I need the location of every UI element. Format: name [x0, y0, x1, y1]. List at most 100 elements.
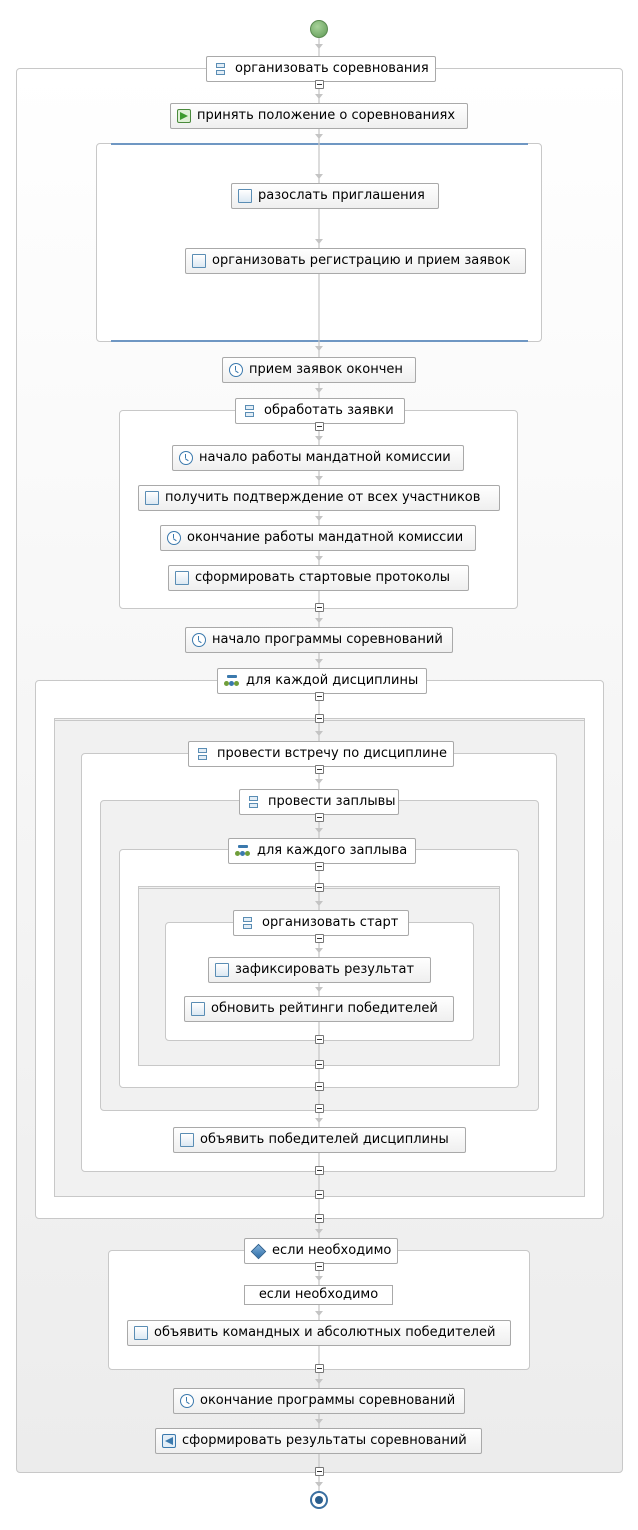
task-icon: [192, 254, 206, 268]
collapse-toggle[interactable]: [315, 603, 324, 612]
foreach-icon: [224, 674, 240, 688]
clock-icon: [179, 451, 193, 465]
flow-arrowhead: [315, 346, 323, 351]
flow-arrowhead: [315, 94, 323, 99]
flow-arrowhead: [315, 388, 323, 393]
scope-header-conduct-heats[interactable]: провести заплывы: [239, 789, 399, 815]
task-announce-team-winners[interactable]: объявить командных и абсолютных победите…: [127, 1320, 511, 1346]
start-event[interactable]: [310, 20, 328, 38]
task-icon: [175, 571, 189, 585]
task-announce-discipline-winners[interactable]: объявить победителей дисциплины: [173, 1127, 466, 1153]
task-icon: [180, 1133, 194, 1147]
collapse-toggle[interactable]: [315, 1467, 324, 1476]
collapse-toggle[interactable]: [315, 1262, 324, 1271]
clock-icon: [229, 363, 243, 377]
flow-arrowhead: [315, 1118, 323, 1123]
event-end-commission[interactable]: окончание работы мандатной комиссии: [160, 525, 476, 551]
flow-arrowhead: [315, 1229, 323, 1234]
flow-arrowhead: [315, 731, 323, 736]
flow-arrowhead: [315, 987, 323, 992]
node-label: окончание работы мандатной комиссии: [187, 530, 464, 545]
if-condition-label[interactable]: если необходимо: [244, 1285, 393, 1305]
flow-arrowhead: [315, 436, 323, 441]
flow-arrowhead: [315, 476, 323, 481]
node-label: обработать заявки: [264, 403, 394, 418]
node-label: объявить победителей дисциплины: [200, 1132, 449, 1147]
collapse-toggle[interactable]: [315, 80, 324, 89]
node-label: если необходимо: [272, 1243, 392, 1258]
collapse-toggle[interactable]: [315, 1060, 324, 1069]
sequence-icon: [198, 747, 208, 761]
scope-header-organize-competition[interactable]: организовать соревнования: [206, 56, 436, 82]
clock-icon: [192, 633, 206, 647]
task-get-confirmation[interactable]: получить подтверждение от всех участнико…: [138, 485, 500, 511]
collapse-toggle[interactable]: [315, 883, 324, 892]
flow-arrowhead: [315, 948, 323, 953]
flow-arrowhead: [315, 1419, 323, 1424]
sequence-icon: [249, 795, 259, 809]
collapse-toggle[interactable]: [315, 1166, 324, 1175]
collapse-toggle[interactable]: [315, 692, 324, 701]
node-label: сформировать результаты соревнований: [182, 1433, 467, 1448]
flow-arrowhead: [315, 1482, 323, 1487]
flow-arrowhead: [315, 659, 323, 664]
node-label: провести заплывы: [268, 794, 396, 809]
receive-icon: [177, 109, 191, 123]
collapse-toggle[interactable]: [315, 813, 324, 822]
event-program-start[interactable]: начало программы соревнований: [185, 627, 453, 653]
sequence-icon: [243, 916, 253, 930]
task-icon: [191, 1002, 205, 1016]
clock-icon: [180, 1394, 194, 1408]
task-fix-result[interactable]: зафиксировать результат: [208, 957, 431, 983]
collapse-toggle[interactable]: [315, 1190, 324, 1199]
if-header[interactable]: если необходимо: [244, 1238, 398, 1264]
node-label: обновить рейтинги победителей: [211, 1001, 438, 1016]
collapse-toggle[interactable]: [315, 714, 324, 723]
collapse-toggle[interactable]: [315, 1082, 324, 1091]
task-icon: [134, 1326, 148, 1340]
event-applications-closed[interactable]: прием заявок окончен: [222, 357, 416, 383]
task-update-ratings[interactable]: обновить рейтинги победителей: [184, 996, 454, 1022]
node-label: сформировать стартовые протоколы: [195, 570, 451, 585]
scope-header-organize-start[interactable]: организовать старт: [233, 910, 409, 936]
node-label: организовать регистрацию и прием заявок: [212, 253, 511, 268]
collapse-toggle[interactable]: [315, 934, 324, 943]
flow-arrowhead: [315, 901, 323, 906]
event-start-commission[interactable]: начало работы мандатной комиссии: [172, 445, 464, 471]
node-label: объявить командных и абсолютных победите…: [154, 1325, 496, 1340]
node-label: начало работы мандатной комиссии: [199, 450, 451, 465]
collapse-toggle[interactable]: [315, 765, 324, 774]
collapse-toggle[interactable]: [315, 862, 324, 871]
scope-header-meet-discipline[interactable]: провести встречу по дисциплине: [188, 741, 454, 767]
collapse-toggle[interactable]: [315, 1035, 324, 1044]
task-icon: [238, 189, 252, 203]
node-label: окончание программы соревнований: [200, 1393, 456, 1408]
reply-task-form-results[interactable]: сформировать результаты соревнований: [155, 1428, 482, 1454]
task-form-protocols[interactable]: сформировать стартовые протоколы: [168, 565, 469, 591]
task-send-invitations[interactable]: разослать приглашения: [231, 183, 439, 209]
flow-arrowhead: [315, 174, 323, 179]
flow-arrowhead: [315, 1311, 323, 1316]
foreach-header-discipline[interactable]: для каждой дисциплины: [217, 668, 427, 694]
task-icon: [215, 963, 229, 977]
event-program-end[interactable]: окончание программы соревнований: [173, 1388, 465, 1414]
node-label: для каждой дисциплины: [246, 673, 419, 688]
collapse-toggle[interactable]: [315, 1214, 324, 1223]
node-label: провести встречу по дисциплине: [217, 746, 448, 761]
collapse-toggle[interactable]: [315, 422, 324, 431]
node-label: для каждого заплыва: [257, 843, 408, 858]
node-label: прием заявок окончен: [249, 362, 403, 377]
end-event[interactable]: [310, 1491, 328, 1509]
flow-arrowhead: [315, 239, 323, 244]
task-organize-registration[interactable]: организовать регистрацию и прием заявок: [185, 248, 526, 274]
node-label: организовать старт: [262, 915, 399, 930]
receive-task-accept-regulations[interactable]: принять положение о соревнованиях: [170, 103, 468, 129]
collapse-toggle[interactable]: [315, 1104, 324, 1113]
flow-arrowhead: [315, 1379, 323, 1384]
collapse-toggle[interactable]: [315, 1364, 324, 1373]
foreach-header-heat[interactable]: для каждого заплыва: [228, 838, 416, 864]
flow-arrowhead: [315, 516, 323, 521]
gateway-diamond-icon: [250, 1243, 267, 1259]
foreach-icon: [235, 844, 251, 858]
scope-header-process-applications[interactable]: обработать заявки: [235, 398, 405, 424]
